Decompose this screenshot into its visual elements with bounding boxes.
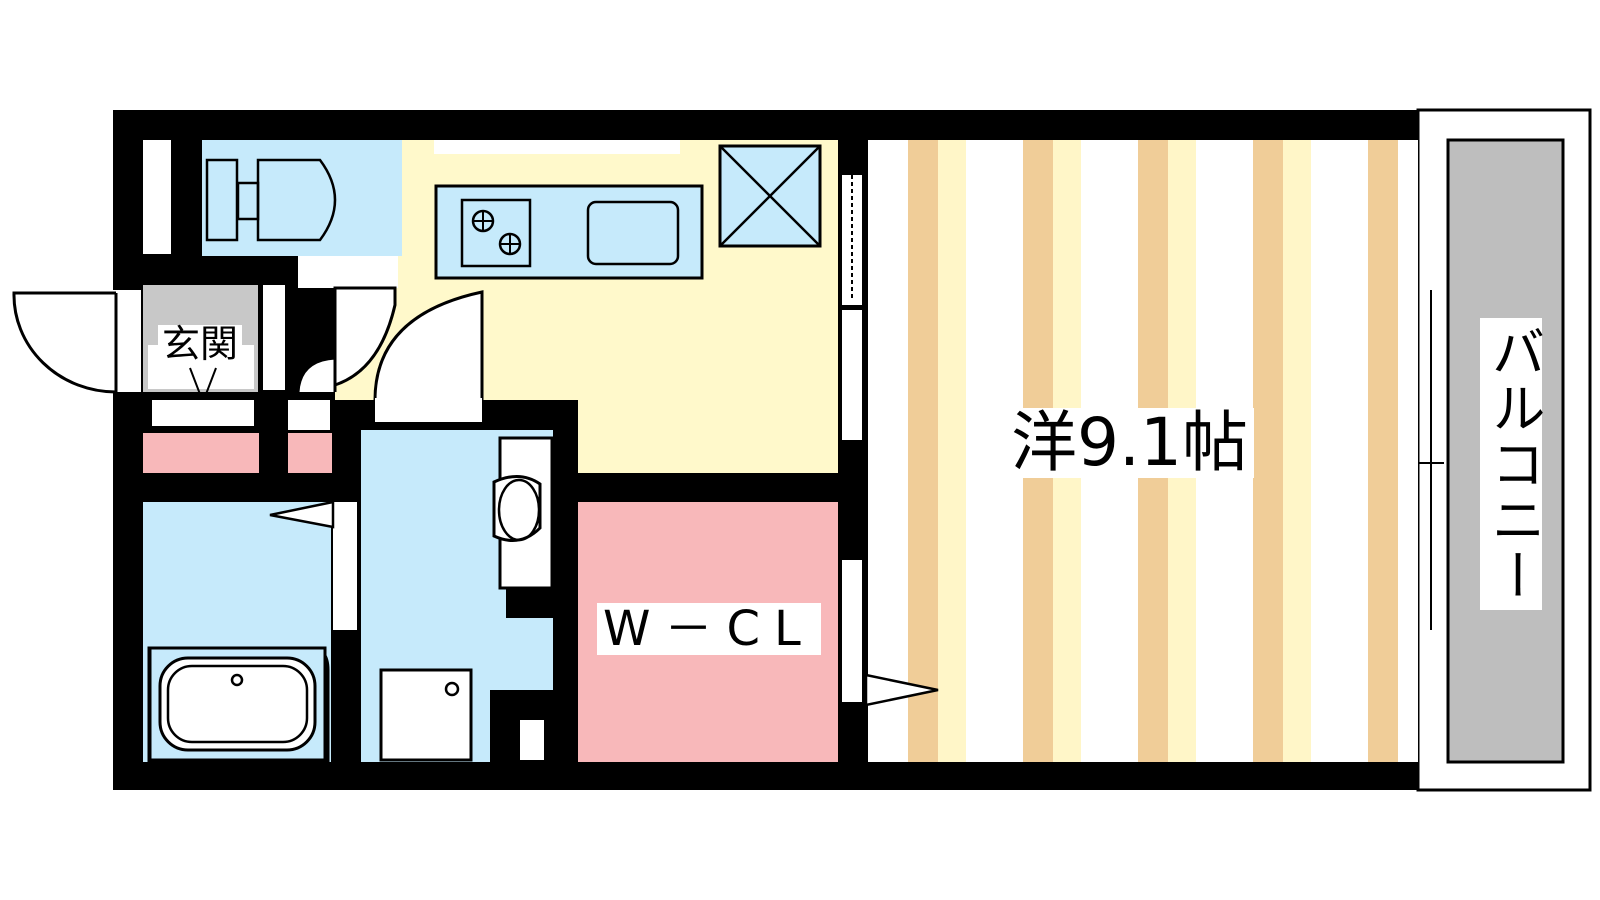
toilet-room [202,140,402,288]
fridge-space [718,144,822,248]
room-openings [842,175,1444,707]
washroom [361,430,554,762]
shoe-storage [288,400,332,473]
kitchen-counter [434,184,704,280]
bathroom [143,500,357,764]
toilet-window [143,140,171,254]
walk-in-closet-label: W－CL [597,603,821,655]
kitchen-window [434,140,680,154]
entrance-door [12,290,141,394]
corridor-doors [296,286,484,422]
balcony [1416,108,1592,792]
entrance-label: 玄関 [158,325,243,363]
entrance [143,285,285,473]
balcony-label: バルコニー [1480,318,1545,610]
western-room-label: 洋9.1帖 [1005,408,1254,478]
